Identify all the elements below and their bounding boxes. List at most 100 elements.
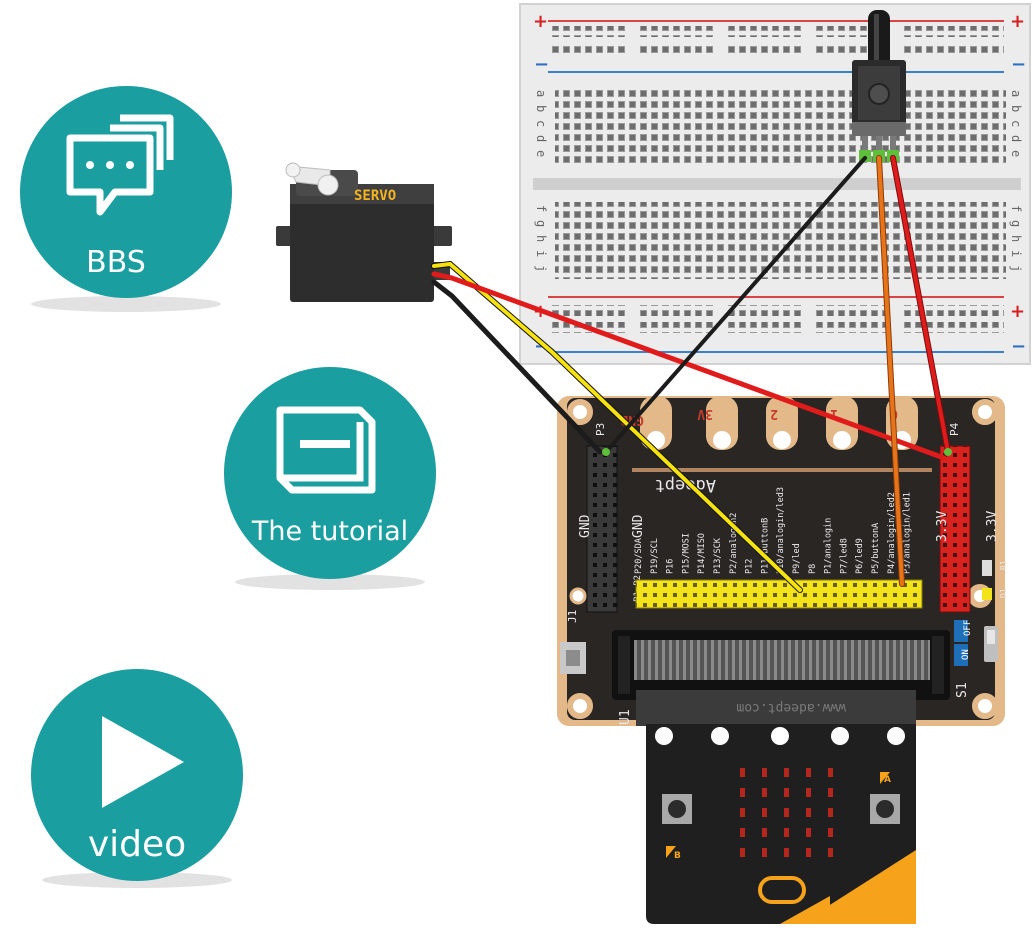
led (806, 808, 811, 817)
row-j-r: j (1009, 265, 1023, 272)
row-a-r: a (1009, 90, 1023, 97)
button-b[interactable] (662, 794, 692, 824)
pin-label: P6/led9 (855, 538, 865, 574)
header-p4-label: P4 (948, 422, 961, 436)
led (828, 828, 833, 837)
led (762, 808, 767, 817)
row-b-r: b (1009, 105, 1023, 112)
row-j: j (534, 265, 548, 272)
row-b: b (534, 105, 548, 112)
r1-label: R1 (999, 560, 1008, 570)
led (828, 808, 833, 817)
row-d-r: d (1009, 135, 1023, 142)
microbit: www.adeept.com A B (636, 690, 916, 924)
breadboard: + − + − + − + − a b c d e f g h i (519, 3, 1031, 365)
led (762, 828, 767, 837)
led (762, 768, 767, 777)
led (740, 808, 745, 817)
row-f-r: f (1009, 205, 1023, 212)
led (762, 788, 767, 797)
u1-label: U1 (618, 709, 633, 725)
led (740, 848, 745, 857)
tutorial-label: The tutorial (251, 516, 408, 547)
pin-label: P9/led (792, 543, 802, 574)
pad-label-2: 2 (770, 406, 778, 421)
led (740, 788, 745, 797)
pin-label: P10/analogin/led3 (776, 487, 786, 574)
led (784, 828, 789, 837)
pin-label: P8 (808, 564, 818, 574)
led (828, 768, 833, 777)
pin-label: P14/MISO (697, 533, 707, 574)
pin-label: P12 (745, 559, 755, 574)
led-matrix (740, 768, 833, 857)
nav-video[interactable]: video (31, 669, 243, 888)
pin-label: P3/analogin/led1 (903, 492, 913, 574)
led (806, 848, 811, 857)
row-e: e (534, 150, 548, 157)
row-e-r: e (1009, 150, 1023, 157)
row-c-r: c (1009, 120, 1023, 127)
power-switch[interactable] (984, 626, 998, 662)
gnd-outer-label: GND (578, 514, 593, 538)
s1-label: S1 (955, 682, 970, 698)
pin-label: P19/SCL (650, 538, 660, 574)
pin-label: P15/MOSI (681, 533, 691, 574)
expansion-board: GND 3V 2 1 0 Adeept P3 GND GND J1 P1 P2 … (557, 396, 1008, 726)
potentiometer (852, 10, 906, 162)
chat-bubbles-icon (66, 114, 174, 216)
led (762, 848, 767, 857)
row-c: c (534, 120, 548, 127)
off-label: OFF (963, 620, 973, 636)
pin-label: P4/analogin/led2 (887, 492, 897, 574)
header-p3-label: P3 (594, 423, 607, 436)
led (740, 768, 745, 777)
v33-outer-label: 3.3V (985, 511, 1000, 542)
rail-minus-top-r: − (1011, 54, 1026, 75)
led (806, 788, 811, 797)
pin-label: P5/buttonA (871, 523, 881, 574)
button-a-label: A (884, 775, 891, 785)
button-a[interactable] (870, 794, 900, 824)
edge-pads (640, 396, 918, 450)
led (806, 768, 811, 777)
wire-black-servo-gnd (431, 279, 603, 455)
led (828, 788, 833, 797)
led (784, 848, 789, 857)
pin-label: P2/analogin2 (729, 513, 739, 574)
nav-bbs[interactable]: BBS (20, 86, 232, 312)
row-d: d (534, 135, 548, 142)
row-i-r: i (1009, 250, 1023, 257)
pin-label: P13/SCK (713, 537, 723, 574)
row-g-r: g (1009, 220, 1023, 227)
led (828, 848, 833, 857)
button-b-label: B (674, 851, 681, 861)
v33-inner-label: 3.3V (935, 511, 950, 542)
pin-label: P11/buttonB (760, 518, 770, 574)
led (740, 828, 745, 837)
servo: SERVO (276, 162, 452, 302)
gnd-inner-label: GND (631, 514, 646, 538)
bbs-label: BBS (86, 245, 146, 280)
rail-minus-bottom-r: − (1011, 336, 1026, 357)
pin-label: P1/analogin (824, 518, 834, 574)
row-a: a (534, 90, 548, 97)
wire-red-servo-power (431, 271, 947, 461)
url-label: www.adeept.com (736, 700, 846, 715)
j1-label: J1 (566, 610, 579, 623)
d1-label: D1 (999, 588, 1008, 598)
led (784, 808, 789, 817)
led (784, 768, 789, 777)
pad-label-1: 1 (830, 406, 838, 421)
servo-label: SERVO (354, 188, 396, 204)
pad-label-3v: 3V (697, 406, 713, 421)
rail-minus-top: − (534, 54, 549, 75)
nav-tutorial[interactable]: The tutorial (224, 367, 436, 590)
led (806, 828, 811, 837)
row-h-r: h (1009, 235, 1023, 242)
pin-label: P7/led8 (839, 538, 849, 574)
pin-label: P16 (666, 559, 676, 574)
row-h: h (534, 235, 548, 242)
